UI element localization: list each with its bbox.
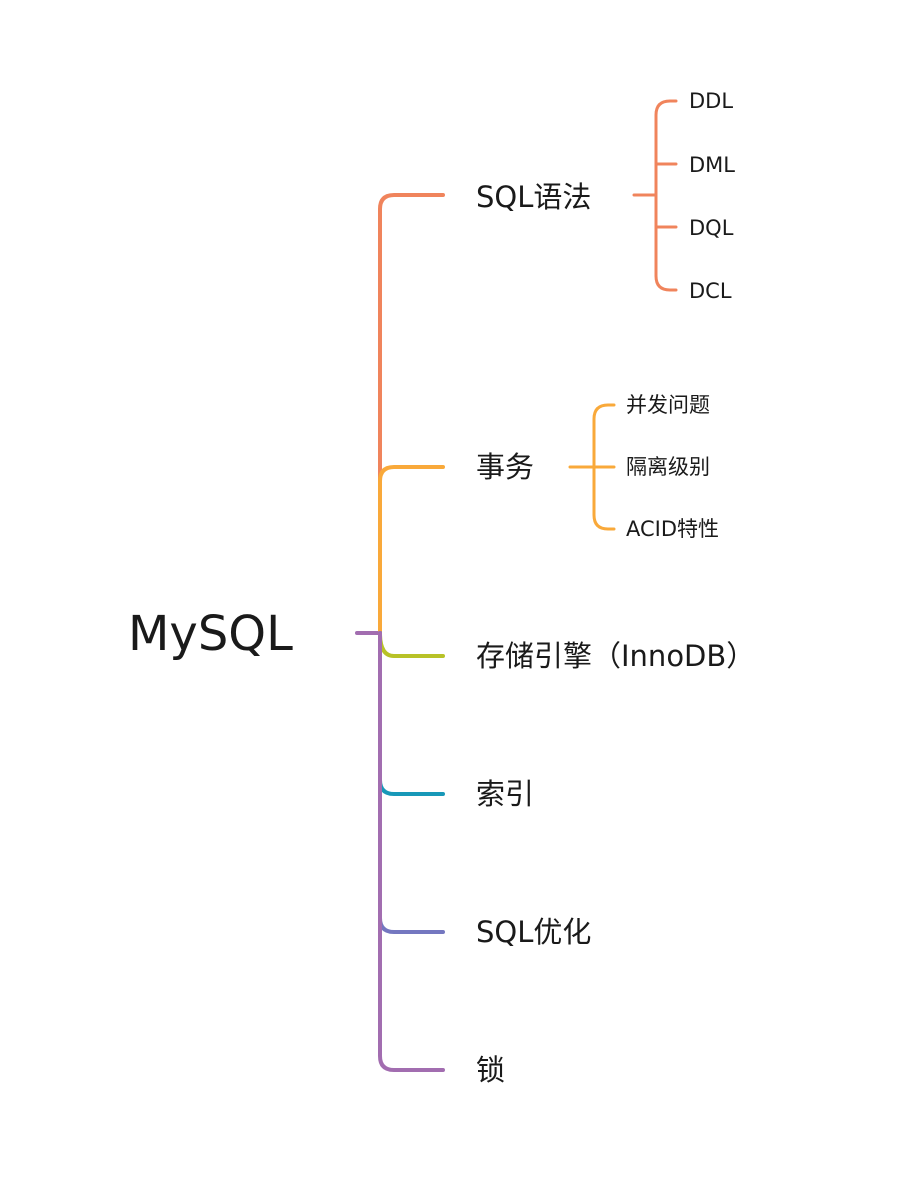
connector-storage-engine bbox=[378, 631, 445, 658]
branch-storage-engine-label: 存储引擎（InnoDB） bbox=[476, 639, 756, 673]
connector-sql-syntax bbox=[378, 193, 445, 635]
leaf-acid-label: ACID特性 bbox=[626, 517, 720, 541]
branch-lock-label: 锁 bbox=[476, 1053, 506, 1087]
bracket-sql-syntax-spine bbox=[654, 99, 678, 292]
connector-transaction bbox=[378, 465, 445, 635]
root-node-label: MySQL bbox=[128, 606, 293, 662]
leaf-dcl-label: DCL bbox=[689, 279, 732, 303]
bracket-transaction-spine bbox=[592, 403, 616, 531]
leaf-concurrency-issues-label: 并发问题 bbox=[626, 393, 710, 417]
branch-index-label: 索引 bbox=[476, 777, 535, 811]
leaf-isolation-level-label: 隔离级别 bbox=[626, 455, 710, 479]
branch-sql-optimization-label: SQL优化 bbox=[476, 915, 592, 949]
branch-sql-syntax-label: SQL语法 bbox=[476, 180, 592, 214]
connector-lock bbox=[378, 631, 445, 1072]
leaf-dml-label: DML bbox=[689, 153, 735, 177]
leaf-ddl-label: DDL bbox=[689, 89, 734, 113]
connector-sql-optimization bbox=[378, 631, 445, 934]
leaf-dql-label: DQL bbox=[689, 216, 734, 240]
branch-transaction-label: 事务 bbox=[476, 450, 535, 484]
